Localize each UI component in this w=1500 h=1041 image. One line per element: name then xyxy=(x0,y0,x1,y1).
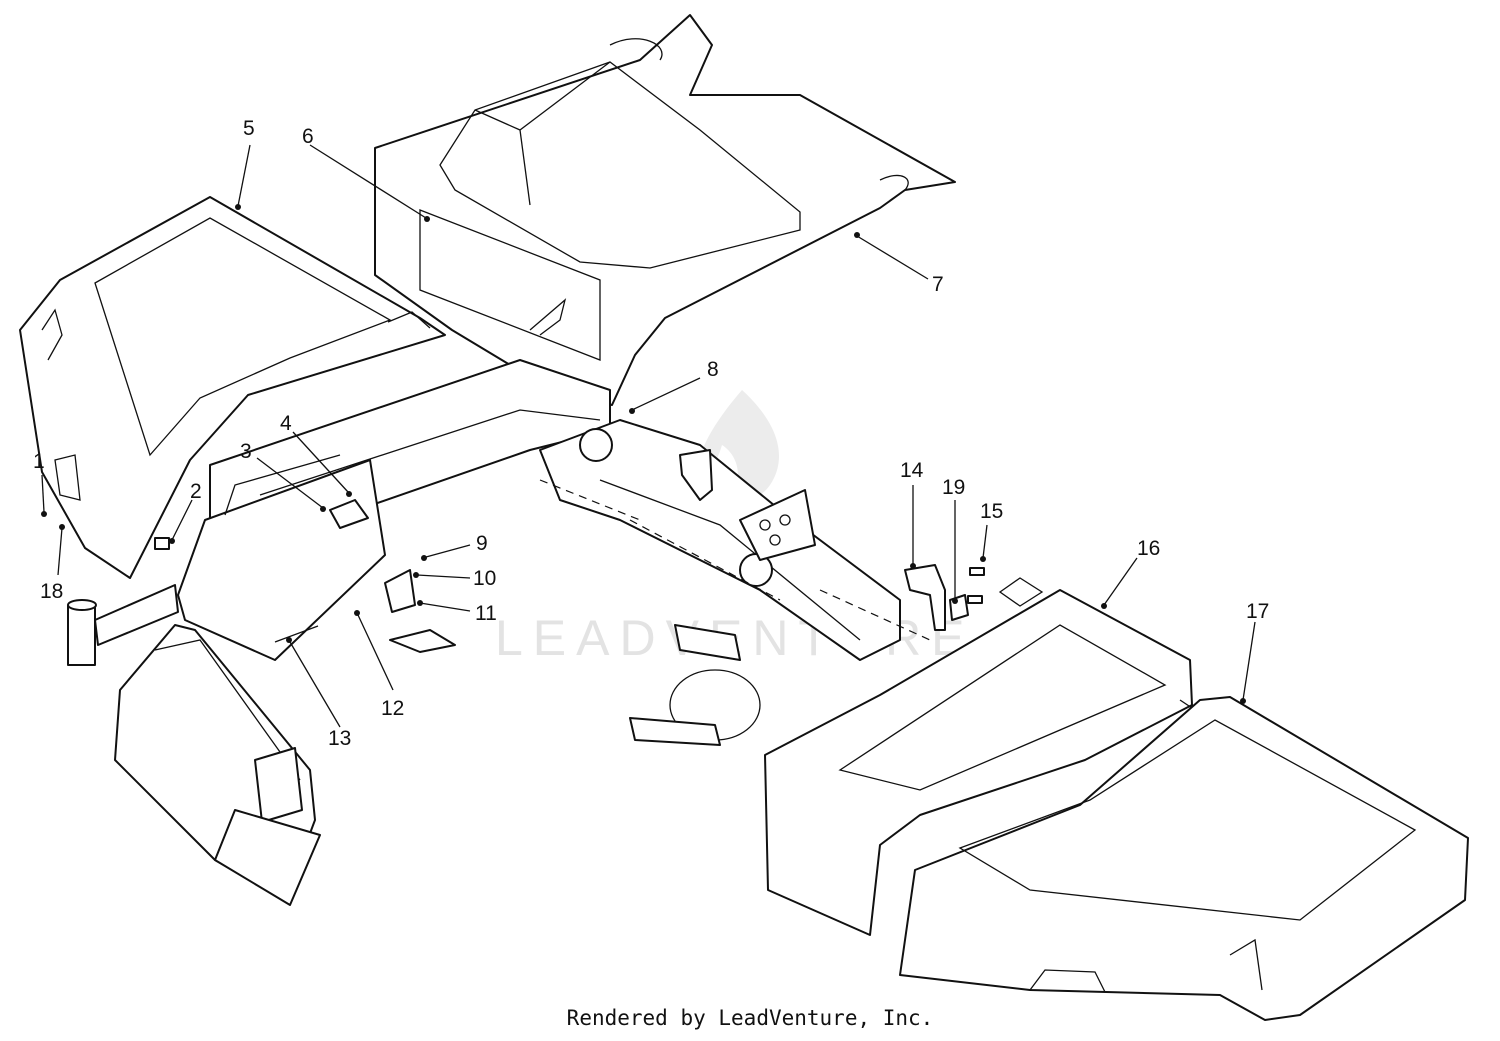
callout-19: 19 xyxy=(942,476,965,499)
rear-fender-part xyxy=(374,14,956,406)
callout-labels: 1 2 3 4 5 6 7 8 9 10 11 12 13 14 15 16 1… xyxy=(33,117,1269,750)
right-fender-part xyxy=(764,577,1196,936)
callout-4: 4 xyxy=(280,412,292,435)
callout-16: 16 xyxy=(1137,537,1160,560)
callout-17: 17 xyxy=(1246,600,1269,623)
callout-11: 11 xyxy=(475,602,497,625)
hardware-right xyxy=(904,564,985,631)
callout-6: 6 xyxy=(302,125,314,148)
callout-3: 3 xyxy=(240,440,252,463)
callout-15: 15 xyxy=(980,500,1003,523)
left-fender-part xyxy=(19,196,446,579)
callout-14: 14 xyxy=(900,459,924,482)
callout-5: 5 xyxy=(243,117,255,140)
callout-13: 13 xyxy=(328,727,351,750)
credit-footer: Rendered by LeadVenture, Inc. xyxy=(566,1006,934,1030)
watermark-flame-icon xyxy=(696,390,780,501)
callout-7: 7 xyxy=(932,273,944,296)
right-fender-cover-part xyxy=(899,696,1469,1021)
callout-18: 18 xyxy=(40,580,63,603)
callout-1: 1 xyxy=(33,450,45,473)
callout-12: 12 xyxy=(381,697,404,720)
callout-9: 9 xyxy=(476,532,488,555)
callout-leaders xyxy=(41,144,1256,728)
seat-pivot-bracket xyxy=(67,454,456,906)
callout-8: 8 xyxy=(707,358,719,381)
callout-10: 10 xyxy=(473,567,496,590)
callout-dots xyxy=(41,204,1246,704)
callout-2: 2 xyxy=(190,480,202,503)
